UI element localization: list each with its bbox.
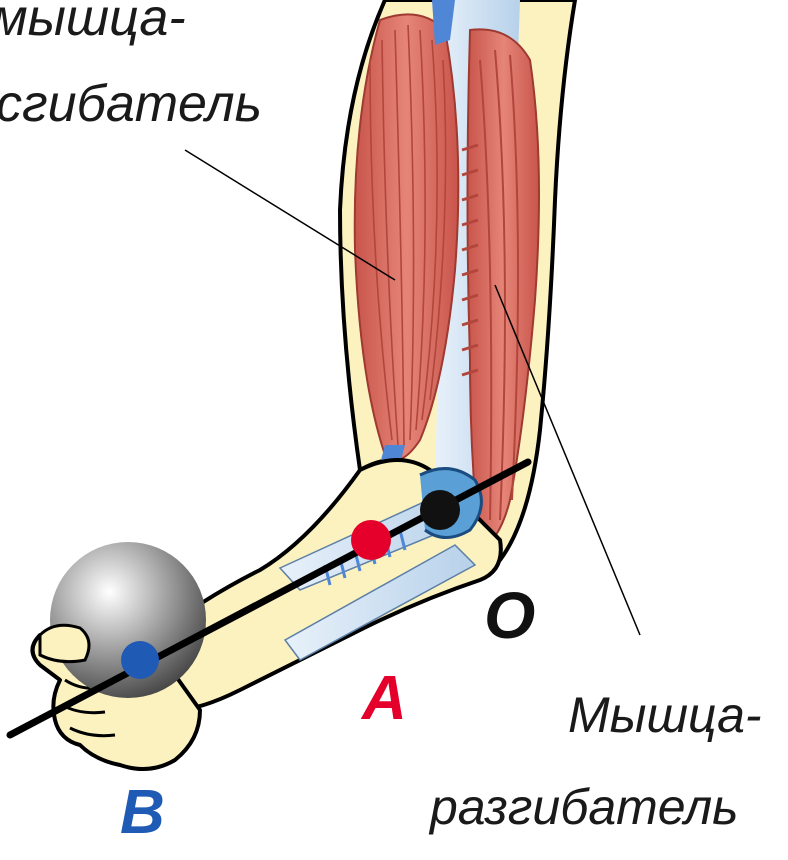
extensor-label-line1: Мышца- bbox=[568, 690, 762, 740]
point-o-marker bbox=[420, 490, 460, 530]
extensor-label-line2: разгибатель bbox=[430, 782, 738, 832]
point-o-label: O bbox=[484, 582, 535, 648]
point-b-label: B bbox=[120, 782, 165, 844]
flexor-label-line2: сгибатель bbox=[0, 78, 262, 130]
point-b-marker bbox=[121, 641, 159, 679]
point-a-marker bbox=[351, 520, 391, 560]
thumb bbox=[40, 625, 89, 661]
point-a-label: A bbox=[362, 668, 407, 730]
flexor-label-line1: мышца- bbox=[0, 0, 186, 44]
